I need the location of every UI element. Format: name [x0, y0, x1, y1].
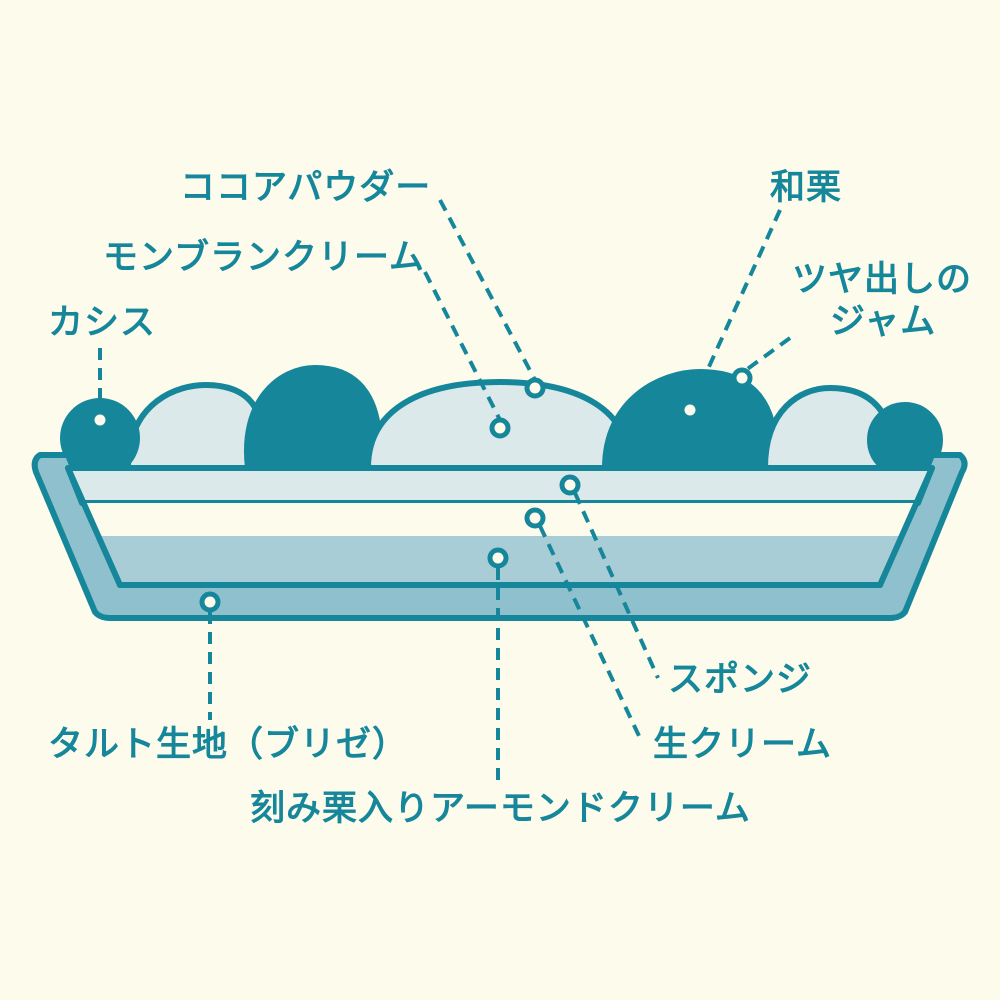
leader-jam: [744, 336, 792, 372]
leader-cocoa: [438, 199, 537, 381]
dot-cocoa: [524, 377, 546, 399]
label-cassis: カシス: [48, 303, 157, 343]
dot-cassis: [89, 409, 111, 431]
dot-crust: [199, 591, 221, 613]
label-glaze-jam-line1: ツヤ出しの: [792, 260, 973, 300]
label-fresh-cream: 生クリーム: [653, 725, 832, 765]
label-almond-cream: 刻み栗入りアーモンドクリーム: [250, 789, 751, 829]
sponge-layer: [65, 465, 935, 506]
dot-jam: [731, 367, 753, 389]
label-sponge: スポンジ: [668, 660, 813, 700]
leader-sponge: [573, 492, 660, 679]
dot-waguri: [679, 399, 701, 421]
dot-sponge: [559, 474, 581, 496]
fresh-cream-layer: [82, 503, 918, 536]
dot-fresh-cream: [524, 507, 546, 529]
label-glaze-jam-line2: ジャム: [830, 302, 937, 342]
dot-montblanc: [489, 417, 511, 439]
label-montblanc-cream: モンブランクリーム: [103, 238, 425, 278]
label-cocoa-powder: ココアパウダー: [180, 168, 432, 208]
dot-almond: [487, 547, 509, 569]
leader-waguri: [691, 209, 782, 403]
label-waguri: 和栗: [770, 168, 843, 208]
montblanc-dome-left: [125, 382, 263, 471]
label-tart-crust: タルト生地（ブリゼ）: [48, 725, 409, 765]
leader-montblanc: [423, 271, 502, 421]
chestnut-left: [243, 365, 383, 471]
